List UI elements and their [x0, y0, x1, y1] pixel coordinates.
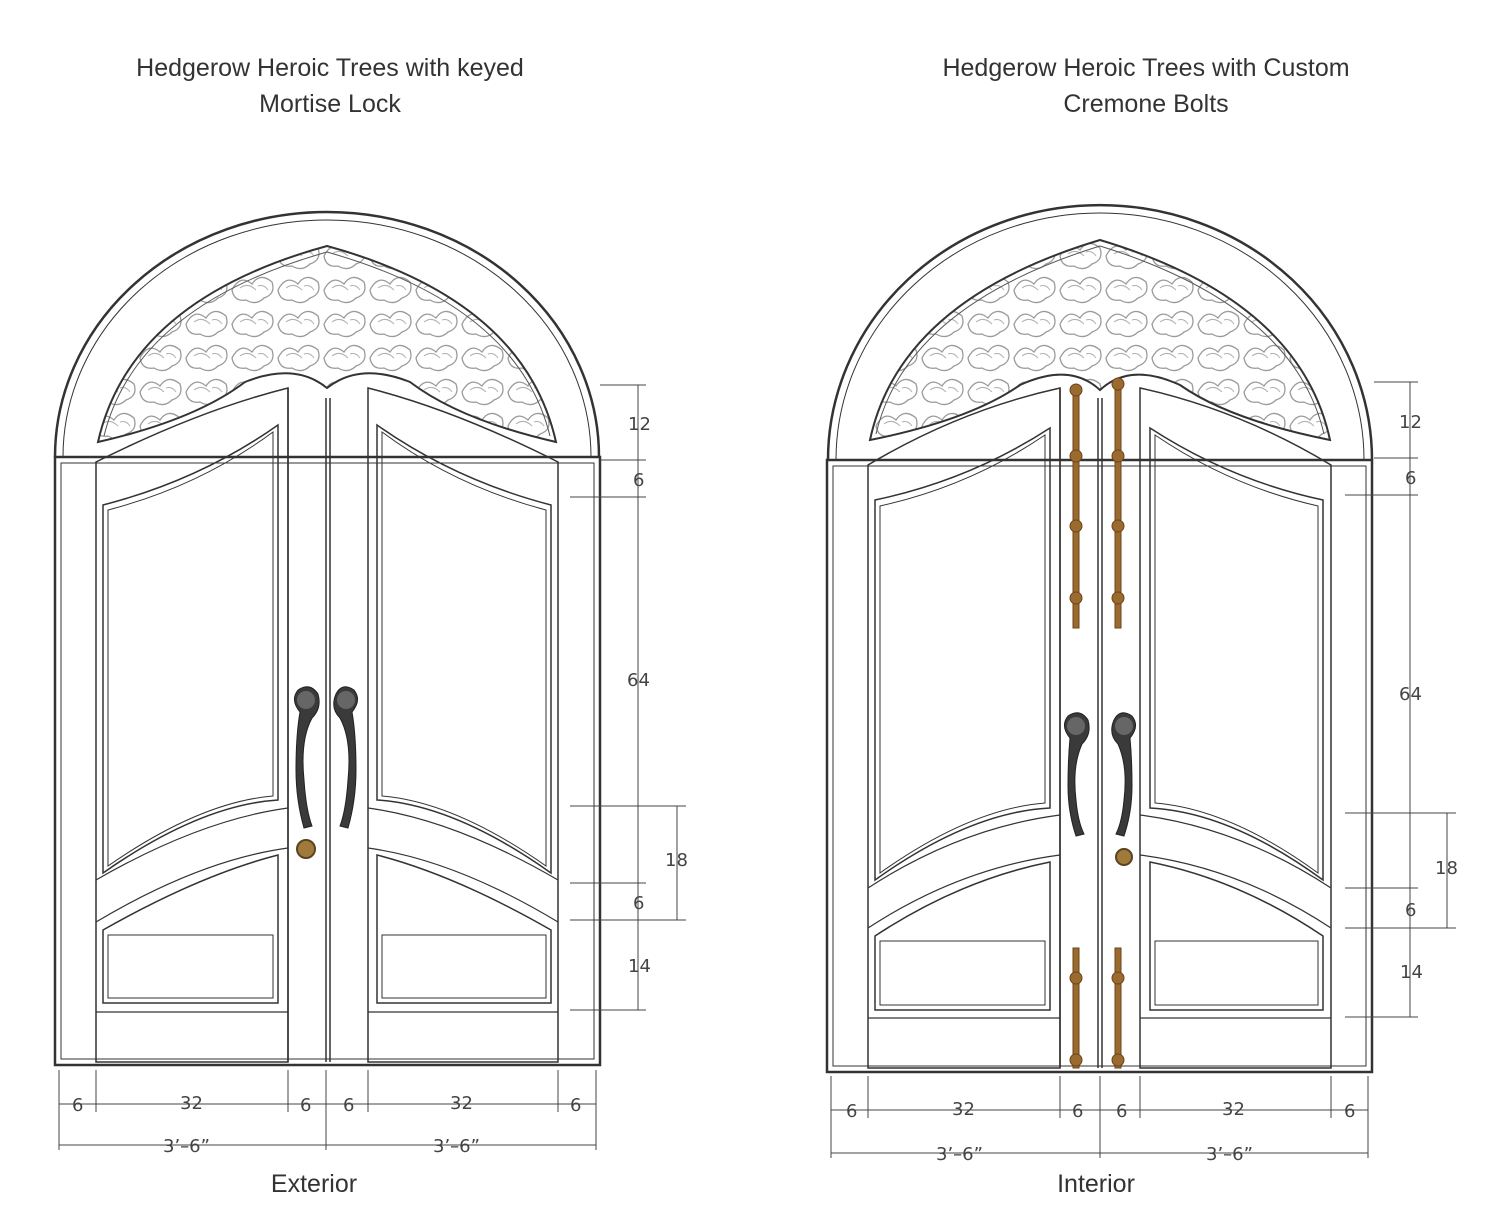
- right-arch-frame: [826, 203, 1374, 461]
- right-dim-v-1: 6: [1405, 468, 1416, 489]
- left-dim-h-3: 6: [343, 1095, 354, 1116]
- right-dim-v-5: 14: [1400, 962, 1423, 983]
- right-dim-v-4: 6: [1405, 900, 1416, 921]
- left-dim-v-5: 14: [628, 956, 651, 977]
- right-vertical-dimensions: [1345, 381, 1456, 1018]
- tree-handle-icon: [1064, 712, 1136, 837]
- left-caption: Exterior: [270, 1170, 358, 1198]
- left-dim-h-4: 32: [450, 1093, 473, 1114]
- right-dim-h-4: 32: [1222, 1099, 1245, 1120]
- right-dim-h-1: 32: [952, 1099, 975, 1120]
- right-door-frame: [825, 458, 1374, 1074]
- left-arch-frame: [53, 210, 601, 458]
- right-dim-h-5: 6: [1344, 1101, 1355, 1122]
- left-dim-v-3: 18: [665, 850, 688, 871]
- right-dim-overall-1: 3’–6”: [1206, 1144, 1253, 1165]
- left-dim-overall-1: 3’–6”: [433, 1136, 480, 1157]
- left-title-line1: Hedgerow Heroic Trees with keyed: [136, 54, 524, 82]
- left-transom-glass: [96, 244, 558, 444]
- right-dim-v-2: 64: [1399, 684, 1422, 705]
- left-title-line2: Mortise Lock: [259, 90, 401, 118]
- left-dim-v-4: 6: [633, 893, 644, 914]
- left-dim-h-5: 6: [570, 1095, 581, 1116]
- left-door-leaf-2: [329, 387, 559, 1063]
- left-dim-v-2: 64: [627, 670, 650, 691]
- left-dim-v-0: 12: [628, 414, 651, 435]
- left-door-leaf-1: [95, 387, 327, 1063]
- keyed-knob-icon: [296, 839, 316, 859]
- right-door-leaf-2: [1101, 387, 1332, 1069]
- cremone-bolt-icon: [1069, 377, 1125, 1069]
- right-door-unit: [825, 203, 1374, 1074]
- left-door-frame: [53, 455, 602, 1067]
- left-title: Hedgerow Heroic Trees with keyed Mortise…: [30, 50, 630, 122]
- right-door-leaf-1: [867, 387, 1099, 1069]
- right-dim-h-0: 6: [846, 1101, 857, 1122]
- right-title-line2: Cremone Bolts: [1063, 90, 1229, 118]
- right-title-line1: Hedgerow Heroic Trees with Custom: [942, 54, 1350, 82]
- left-dim-h-0: 6: [72, 1095, 83, 1116]
- keyed-knob-icon: [1115, 848, 1133, 866]
- left-dim-h-1: 32: [180, 1093, 203, 1114]
- right-dim-h-2: 6: [1072, 1101, 1083, 1122]
- right-dim-v-0: 12: [1399, 412, 1422, 433]
- right-dim-h-3: 6: [1116, 1101, 1127, 1122]
- left-horizontal-dimensions: [58, 1070, 597, 1150]
- left-vertical-dimensions: [570, 384, 686, 1011]
- right-transom-glass: [868, 238, 1332, 442]
- right-dim-overall-0: 3’–6”: [936, 1144, 983, 1165]
- right-title: Hedgerow Heroic Trees with Custom Cremon…: [846, 50, 1446, 122]
- right-horizontal-dimensions: [830, 1076, 1369, 1158]
- left-dim-v-1: 6: [633, 470, 644, 491]
- right-caption: Interior: [1057, 1170, 1135, 1198]
- left-dim-overall-0: 3’–6”: [163, 1136, 210, 1157]
- tree-handle-icon: [294, 686, 358, 829]
- left-dim-h-2: 6: [300, 1095, 311, 1116]
- right-dim-v-3: 18: [1435, 858, 1458, 879]
- left-door-unit: [53, 210, 602, 1067]
